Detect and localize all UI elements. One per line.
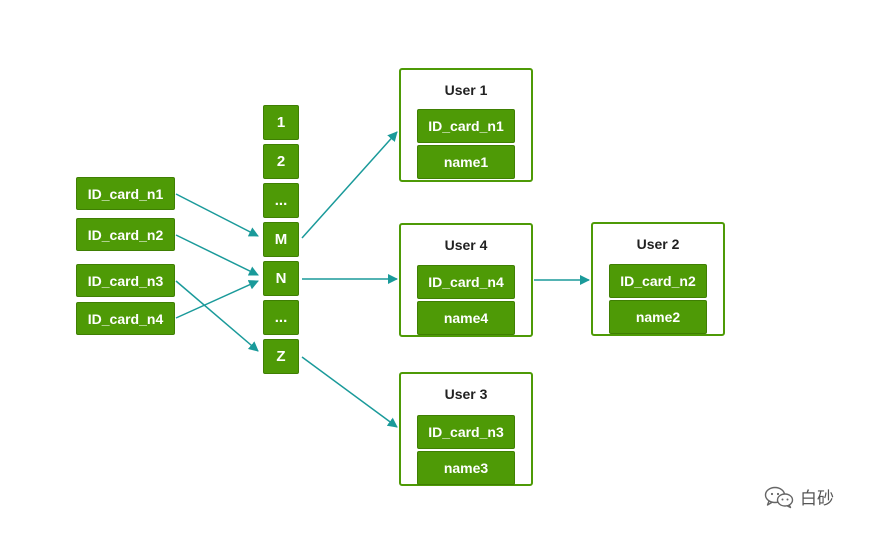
user-card-2: User 2 ID_card_n2 name2 [591, 222, 725, 336]
bucket-2: 2 [263, 144, 299, 179]
input-idcard-n2: ID_card_n2 [76, 218, 175, 251]
bucket-z: Z [263, 339, 299, 374]
edge-idcard-n2-to-n [175, 234, 259, 276]
watermark-text: 白砂 [800, 489, 834, 508]
user-card-title: User 1 [444, 82, 488, 98]
bucket-1: 1 [263, 105, 299, 140]
user-card-title: User 3 [444, 386, 488, 402]
user-name-field: name2 [609, 300, 707, 334]
user-card-4: User 4 ID_card_n4 name4 [399, 223, 533, 337]
user-card-3: User 3 ID_card_n3 name3 [399, 372, 533, 486]
user-id-field: ID_card_n4 [417, 265, 515, 299]
wechat-icon [764, 486, 794, 508]
edge-m-to-user1 [301, 131, 398, 239]
input-idcard-n4: ID_card_n4 [76, 302, 175, 335]
input-idcard-n3: ID_card_n3 [76, 264, 175, 297]
user-id-field: ID_card_n3 [417, 415, 515, 449]
user-id-field: ID_card_n1 [417, 109, 515, 143]
bucket-n: N [263, 261, 299, 296]
edge-idcard-n4-to-n [175, 280, 259, 319]
watermark: 白砂 [764, 484, 834, 509]
user-card-title: User 2 [636, 236, 680, 252]
edge-idcard-n3-to-z [175, 280, 259, 352]
user-id-field: ID_card_n2 [609, 264, 707, 298]
user-name-field: name3 [417, 451, 515, 485]
bucket-ellipsis-lower: ... [263, 300, 299, 335]
user-card-1: User 1 ID_card_n1 name1 [399, 68, 533, 182]
edge-z-to-user3 [301, 356, 398, 428]
bucket-ellipsis-upper: ... [263, 183, 299, 218]
bucket-m: M [263, 222, 299, 257]
input-idcard-n1: ID_card_n1 [76, 177, 175, 210]
edge-idcard-n1-to-m [175, 193, 259, 237]
user-name-field: name1 [417, 145, 515, 179]
user-name-field: name4 [417, 301, 515, 335]
user-card-title: User 4 [444, 237, 488, 253]
